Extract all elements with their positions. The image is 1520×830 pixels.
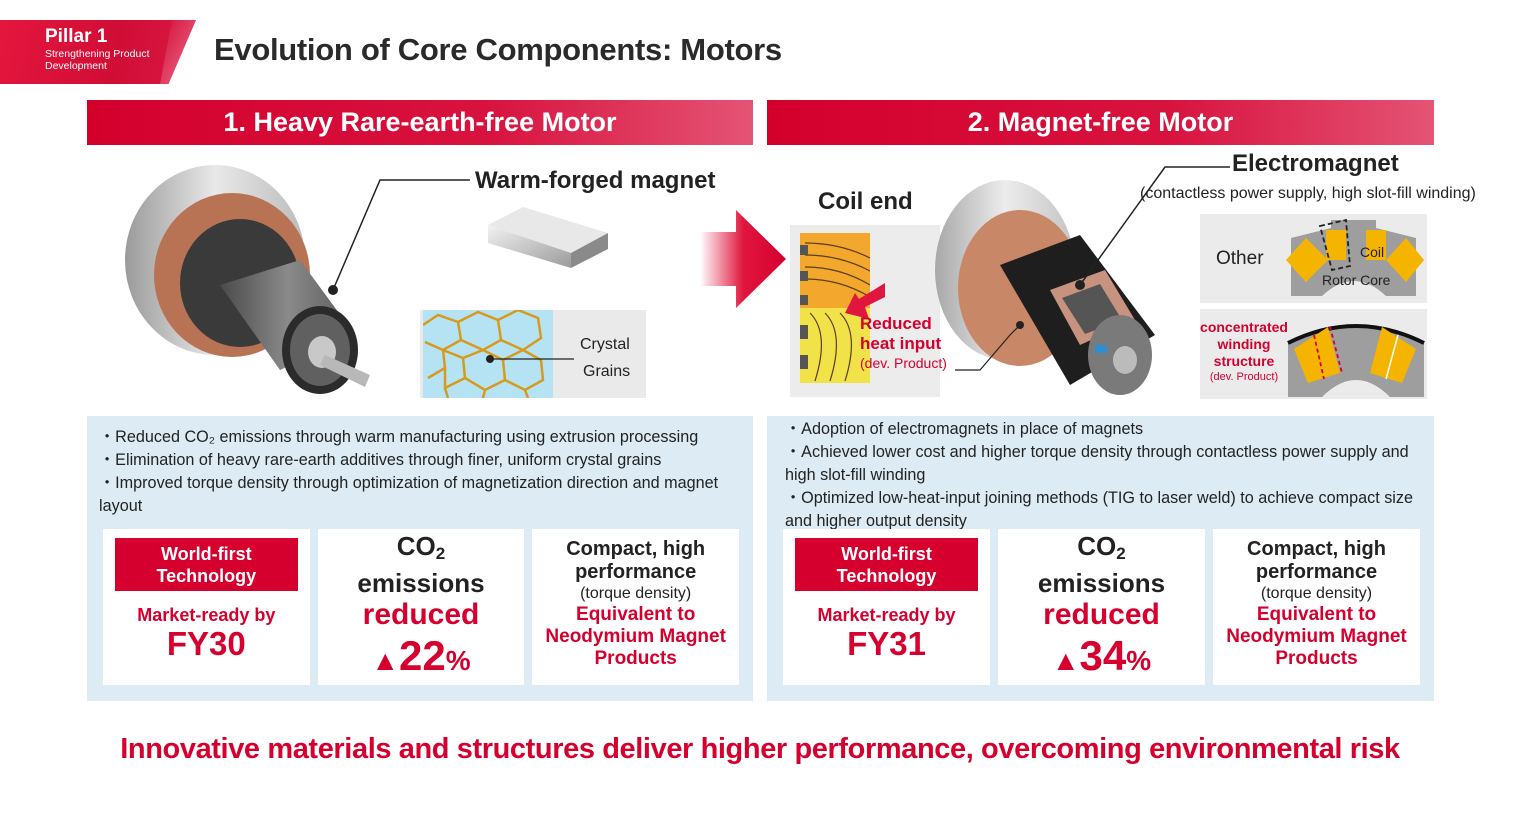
concentrated-dev-product: (dev. Product) <box>1209 371 1279 383</box>
card-co2-reduction: CO2 emissions reduced ▲34% <box>998 529 1205 685</box>
crystal-label-line1: Crystal <box>580 336 630 353</box>
coil-end-illustration <box>800 233 870 383</box>
bullet-list: ・Reduced CO₂ emissions through warm manu… <box>99 426 749 518</box>
coil-end-panel: Reduced heat input (dev. Product) <box>790 225 947 397</box>
reduction-unit: % <box>1126 645 1152 676</box>
reduction-unit: % <box>445 645 471 676</box>
reduction-value: 22 <box>399 632 446 679</box>
crystal-grains-panel: Crystal Grains <box>420 310 646 398</box>
electromagnet-label: Electromagnet <box>1232 150 1399 177</box>
card-world-first: World-first Technology Market-ready by F… <box>103 529 310 685</box>
card-performance: Compact, high performance (torque densit… <box>1213 529 1420 685</box>
card-world-first: World-first Technology Market-ready by F… <box>783 529 990 685</box>
flow-arrow-icon <box>700 210 786 308</box>
co2-text: CO <box>1077 531 1117 561</box>
crystal-grains-diagram <box>423 310 553 398</box>
magnet-block-illustration <box>488 207 608 268</box>
card-co2-reduction: CO2 emissions reduced ▲22% <box>317 529 525 685</box>
section-header-magnet-free: 2. Magnet-free Motor <box>767 100 1434 145</box>
concentrated-line2: winding <box>1217 336 1271 352</box>
reduced-label: reduced <box>362 598 480 631</box>
market-ready-fy: FY31 <box>847 625 926 662</box>
co2-text: CO <box>396 531 436 561</box>
reduced-heat-line2: heat input <box>860 334 942 353</box>
crystal-label-line2: Grains <box>583 363 631 380</box>
concentrated-line1: concentrated <box>1200 319 1288 335</box>
market-ready-label: Market-ready by <box>817 605 956 625</box>
pillar-title: Pillar 1 <box>45 26 108 47</box>
concentrated-line3: structure <box>1213 353 1275 369</box>
co2-subscript: 2 <box>1116 544 1126 563</box>
triangle-up-icon: ▲ <box>371 645 400 676</box>
badge-line1: World-first <box>160 544 252 564</box>
bullet-list: ・Adoption of electromagnets in place of … <box>785 418 1430 533</box>
bullet-item: ・Improved torque density through optimiz… <box>99 474 719 515</box>
kpi-cards: World-first Technology Market-ready by F… <box>103 529 740 685</box>
equiv-line3: Products <box>1275 648 1358 669</box>
equiv-line2: Neodymium Magnet <box>545 626 726 647</box>
bullet-item: ・Adoption of electromagnets in place of … <box>785 420 1144 438</box>
winding-structure-diagram <box>1287 324 1425 397</box>
info-panel-rare-earth-free: ・Reduced CO₂ emissions through warm manu… <box>87 416 753 701</box>
kpi-cards: World-first Technology Market-ready by F… <box>783 529 1420 685</box>
page-title: Evolution of Core Components: Motors <box>214 32 782 67</box>
warm-forged-magnet-label: Warm-forged magnet <box>475 167 716 194</box>
tagline: Innovative materials and structures deli… <box>120 733 1400 765</box>
callout-lines-electromagnet <box>955 166 1230 371</box>
coil-end-label: Coil end <box>818 188 913 215</box>
reduced-heat-line1: Reduced <box>860 314 932 333</box>
crystal-callout-line <box>486 355 574 363</box>
equiv-line1: Equivalent to <box>1256 604 1377 625</box>
emissions-label: emissions <box>1037 568 1166 598</box>
motor-electromagnet-illustration <box>935 180 1155 395</box>
rotor-core-diagram <box>1286 218 1424 296</box>
world-first-badge: World-first Technology <box>795 538 978 591</box>
badge-line1: World-first <box>841 544 932 564</box>
coil-label: Coil <box>1360 244 1385 260</box>
bullet-item: ・Elimination of heavy rare-earth additiv… <box>99 451 662 469</box>
bullet-item: ・Achieved lower cost and higher torque d… <box>785 443 1409 484</box>
reduction-percent: ▲22% <box>318 633 525 684</box>
info-panel-magnet-free: ・Adoption of electromagnets in place of … <box>767 416 1434 701</box>
pillar-badge: Pillar 1 Strengthening Product Developme… <box>0 20 196 84</box>
co2-subscript: 2 <box>435 544 446 563</box>
world-first-badge: World-first Technology <box>114 538 298 591</box>
equiv-line2: Neodymium Magnet <box>1226 626 1407 647</box>
concentrated-winding-panel: concentrated winding structure (dev. Pro… <box>1200 309 1427 399</box>
rotor-core-label: Rotor Core <box>1322 272 1391 288</box>
other-label: Other <box>1216 248 1264 269</box>
other-rotor-panel: Other Coil Rotor Core <box>1200 214 1427 303</box>
reduction-value: 34 <box>1079 632 1127 679</box>
motor-rotor-illustration <box>125 165 370 394</box>
reduction-percent: ▲34% <box>998 633 1205 684</box>
compact-line1: Compact, high <box>1247 538 1386 560</box>
pillar-subtitle-line2: Development <box>45 60 107 72</box>
section-header-rare-earth-free: 1. Heavy Rare-earth-free Motor <box>87 100 753 145</box>
pillar-subtitle-line1: Strengthening Product <box>45 48 150 60</box>
triangle-up-icon: ▲ <box>1051 645 1080 676</box>
emissions-label: emissions <box>357 568 485 598</box>
market-ready-label: Market-ready by <box>137 605 276 625</box>
badge-line2: Technology <box>836 566 937 586</box>
torque-label: (torque density) <box>1260 585 1373 602</box>
callout-line-magnet <box>328 179 470 295</box>
badge-line2: Technology <box>156 566 257 586</box>
equiv-line3: Products <box>594 648 677 669</box>
compact-line1: Compact, high <box>566 538 706 560</box>
reduced-heat-dev-product: (dev. Product) <box>860 355 947 371</box>
equiv-line1: Equivalent to <box>576 604 696 625</box>
electromagnet-sublabel: (contactless power supply, high slot-fil… <box>1140 185 1476 202</box>
torque-label: (torque density) <box>580 585 692 602</box>
compact-line2: performance <box>575 561 697 583</box>
co2-label: CO2 <box>998 529 1205 569</box>
co2-label: CO2 <box>318 529 525 569</box>
market-ready-fy: FY30 <box>166 625 246 662</box>
bullet-item: ・Reduced CO₂ emissions through warm manu… <box>99 428 699 446</box>
bullet-item: ・Optimized low-heat-input joining method… <box>785 489 1413 530</box>
reduced-label: reduced <box>1043 598 1160 631</box>
compact-line2: performance <box>1255 561 1378 583</box>
card-performance: Compact, high performance (torque densit… <box>532 529 740 685</box>
heat-arrow-icon <box>845 283 885 319</box>
